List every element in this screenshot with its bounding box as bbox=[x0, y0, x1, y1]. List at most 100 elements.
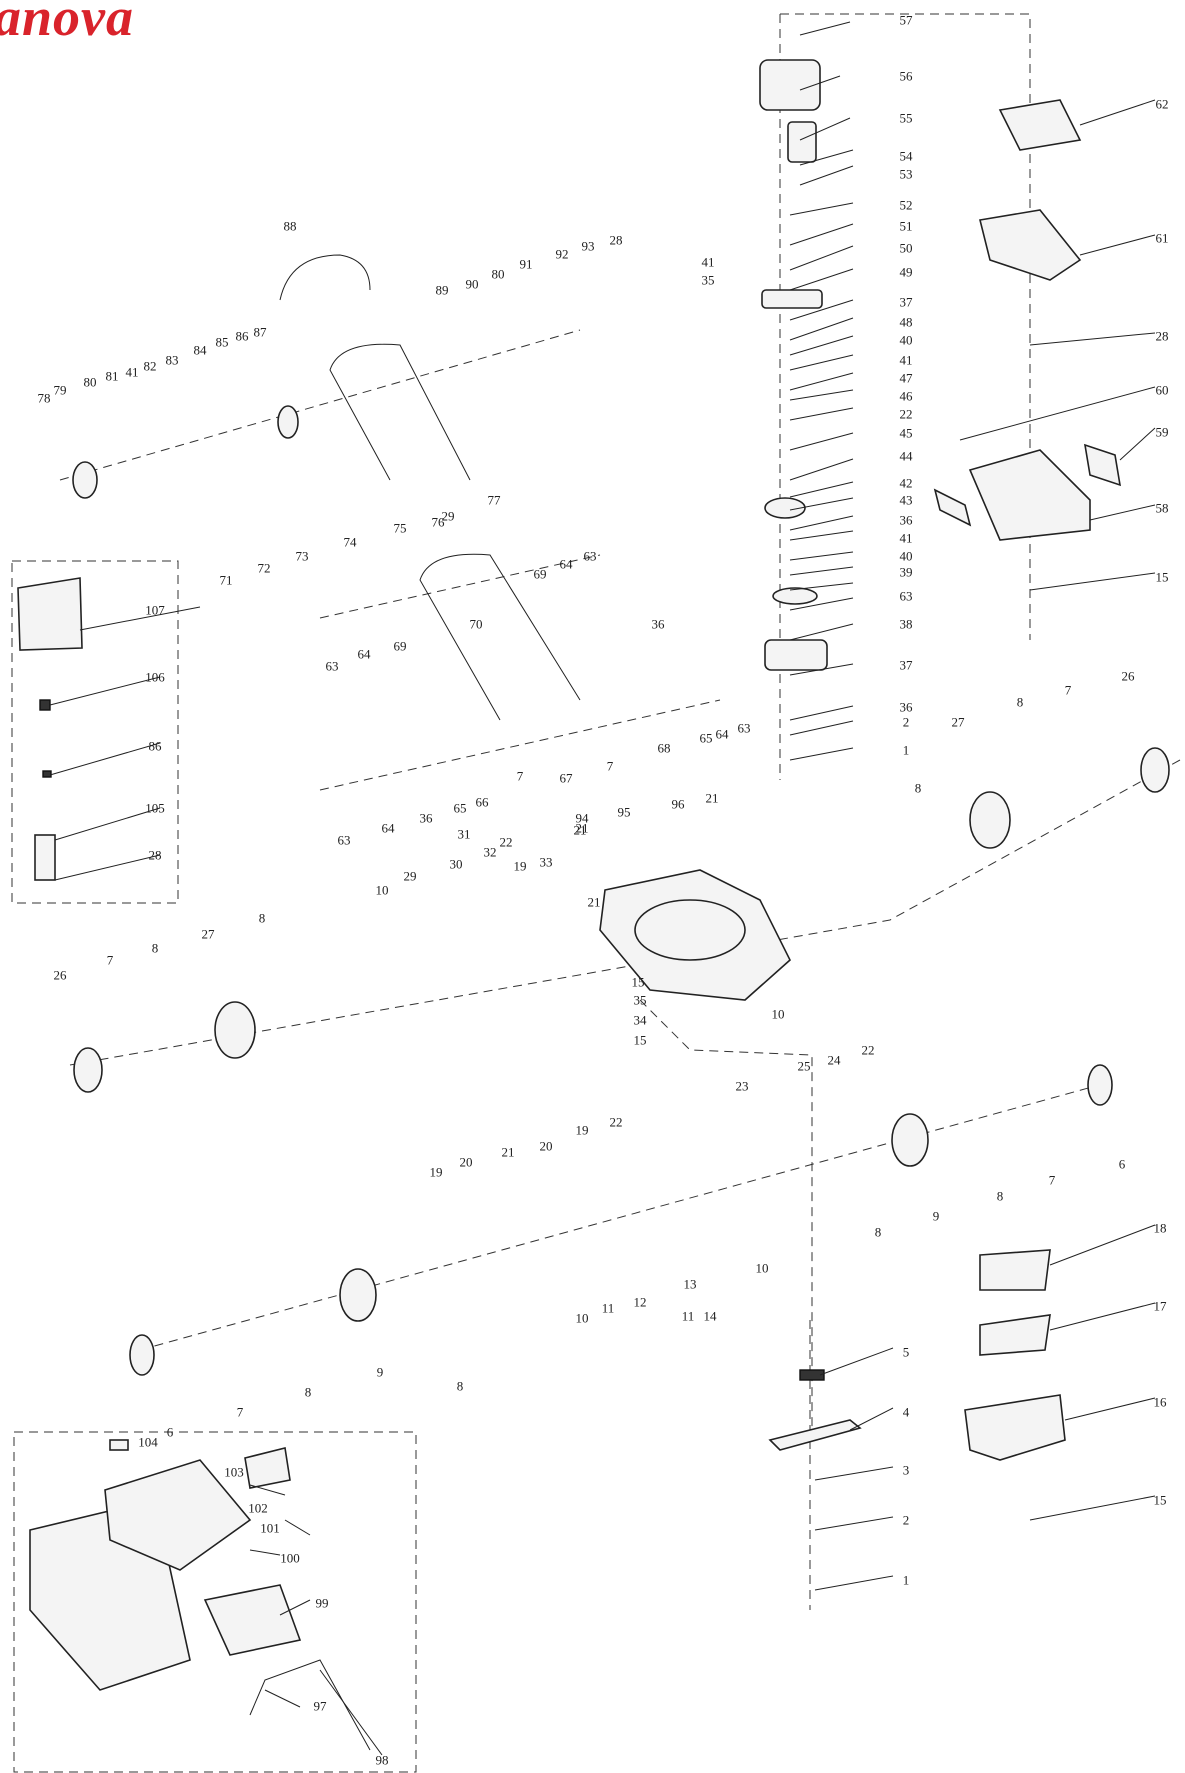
part-label-4: 4 bbox=[902, 1404, 910, 1420]
part-label-85: 85 bbox=[215, 334, 229, 350]
motor-part bbox=[787, 121, 817, 163]
lower-handle-part bbox=[419, 553, 581, 721]
part-label-21: 21 bbox=[575, 820, 589, 836]
part-label-41: 41 bbox=[125, 364, 139, 380]
part-label-3: 3 bbox=[902, 1462, 910, 1478]
part-label-78: 78 bbox=[37, 390, 51, 406]
part-label-105: 105 bbox=[145, 800, 165, 816]
part-label-86: 86 bbox=[148, 738, 162, 754]
part-label-28: 28 bbox=[148, 847, 162, 863]
bracket-part bbox=[761, 289, 823, 309]
part-label-72: 72 bbox=[257, 560, 271, 576]
part-label-7: 7 bbox=[516, 768, 524, 784]
part-label-6: 6 bbox=[166, 1424, 174, 1440]
part-label-61: 61 bbox=[1155, 230, 1169, 246]
part-label-81: 81 bbox=[105, 368, 119, 384]
part-label-29: 29 bbox=[403, 868, 417, 884]
part-label-16: 16 bbox=[1153, 1394, 1167, 1410]
housing-part bbox=[764, 639, 828, 671]
part-label-65: 65 bbox=[453, 800, 467, 816]
part-label-1: 1 bbox=[902, 742, 910, 758]
part-label-24: 24 bbox=[827, 1052, 841, 1068]
part-label-10: 10 bbox=[755, 1260, 769, 1276]
part-label-60: 60 bbox=[1155, 382, 1169, 398]
part-label-6: 6 bbox=[1118, 1156, 1126, 1172]
part-label-103: 103 bbox=[224, 1464, 244, 1480]
part-label-77: 77 bbox=[487, 492, 501, 508]
hubcap-rear-right bbox=[1140, 747, 1170, 793]
part-label-67: 67 bbox=[559, 770, 573, 786]
part-label-31: 31 bbox=[457, 826, 471, 842]
part-label-7: 7 bbox=[106, 952, 114, 968]
part-label-41: 41 bbox=[701, 254, 715, 270]
part-label-63: 63 bbox=[899, 588, 913, 604]
part-label-80: 80 bbox=[83, 374, 97, 390]
part-label-66: 66 bbox=[475, 794, 489, 810]
part-label-33: 33 bbox=[539, 854, 553, 870]
part-label-98: 98 bbox=[375, 1752, 389, 1768]
part-label-22: 22 bbox=[861, 1042, 875, 1058]
part-label-37: 37 bbox=[899, 294, 913, 310]
part-label-30: 30 bbox=[449, 856, 463, 872]
part-label-64: 64 bbox=[357, 646, 371, 662]
part-label-27: 27 bbox=[951, 714, 965, 730]
part-label-53: 53 bbox=[899, 166, 913, 182]
part-label-8: 8 bbox=[456, 1378, 464, 1394]
part-label-2: 2 bbox=[902, 714, 910, 730]
grass-box-top-part bbox=[104, 1459, 252, 1571]
part-label-35: 35 bbox=[701, 272, 715, 288]
part-label-82: 82 bbox=[143, 358, 157, 374]
motor-group-outline bbox=[780, 13, 1031, 640]
part-label-47: 47 bbox=[899, 370, 913, 386]
part-label-95: 95 bbox=[617, 804, 631, 820]
part-label-62: 62 bbox=[1155, 96, 1169, 112]
part-label-99: 99 bbox=[315, 1595, 329, 1611]
part-label-12: 12 bbox=[633, 1294, 647, 1310]
part-label-22: 22 bbox=[899, 406, 913, 422]
part-label-83: 83 bbox=[165, 352, 179, 368]
part-label-40: 40 bbox=[899, 332, 913, 348]
hubcap-rear-left bbox=[73, 1047, 103, 1093]
part-label-17: 17 bbox=[1153, 1298, 1167, 1314]
part-label-96: 96 bbox=[671, 796, 685, 812]
part-label-34: 34 bbox=[633, 1012, 647, 1028]
upper-cover-part bbox=[979, 209, 1082, 281]
part-label-63: 63 bbox=[325, 658, 339, 674]
mulch-plug-part bbox=[17, 577, 83, 651]
part-label-41: 41 bbox=[899, 352, 913, 368]
part-label-25: 25 bbox=[797, 1058, 811, 1074]
part-label-43: 43 bbox=[899, 492, 913, 508]
motor-cover-shell bbox=[968, 449, 1091, 541]
part-label-8: 8 bbox=[874, 1224, 882, 1240]
part-label-8: 8 bbox=[914, 780, 922, 796]
blade-adapter-part bbox=[799, 1369, 825, 1381]
wheel-rear-left bbox=[214, 1001, 256, 1059]
part-label-20: 20 bbox=[539, 1138, 553, 1154]
part-label-97: 97 bbox=[313, 1698, 327, 1714]
part-label-87: 87 bbox=[253, 324, 267, 340]
part-label-29: 29 bbox=[441, 508, 455, 524]
rear-cover-part bbox=[964, 1394, 1066, 1461]
bail-lever-part bbox=[279, 254, 371, 301]
part-label-39: 39 bbox=[899, 564, 913, 580]
part-label-19: 19 bbox=[513, 858, 527, 874]
part-label-69: 69 bbox=[393, 638, 407, 654]
part-label-10: 10 bbox=[375, 882, 389, 898]
upper-handle-line bbox=[59, 329, 581, 481]
rear-axle-line bbox=[69, 759, 1181, 1066]
part-label-2: 2 bbox=[902, 1512, 910, 1528]
part-label-92: 92 bbox=[555, 246, 569, 262]
part-label-19: 19 bbox=[575, 1122, 589, 1138]
part-label-21: 21 bbox=[705, 790, 719, 806]
part-label-1: 1 bbox=[902, 1572, 910, 1588]
part-label-58: 58 bbox=[1155, 500, 1169, 516]
part-label-7: 7 bbox=[1048, 1172, 1056, 1188]
top-grip-part bbox=[998, 99, 1082, 151]
upper-handle-part bbox=[329, 343, 471, 481]
part-label-63: 63 bbox=[737, 720, 751, 736]
part-label-36: 36 bbox=[899, 512, 913, 528]
part-label-74: 74 bbox=[343, 534, 357, 550]
rear-flap-part bbox=[979, 1249, 1051, 1291]
